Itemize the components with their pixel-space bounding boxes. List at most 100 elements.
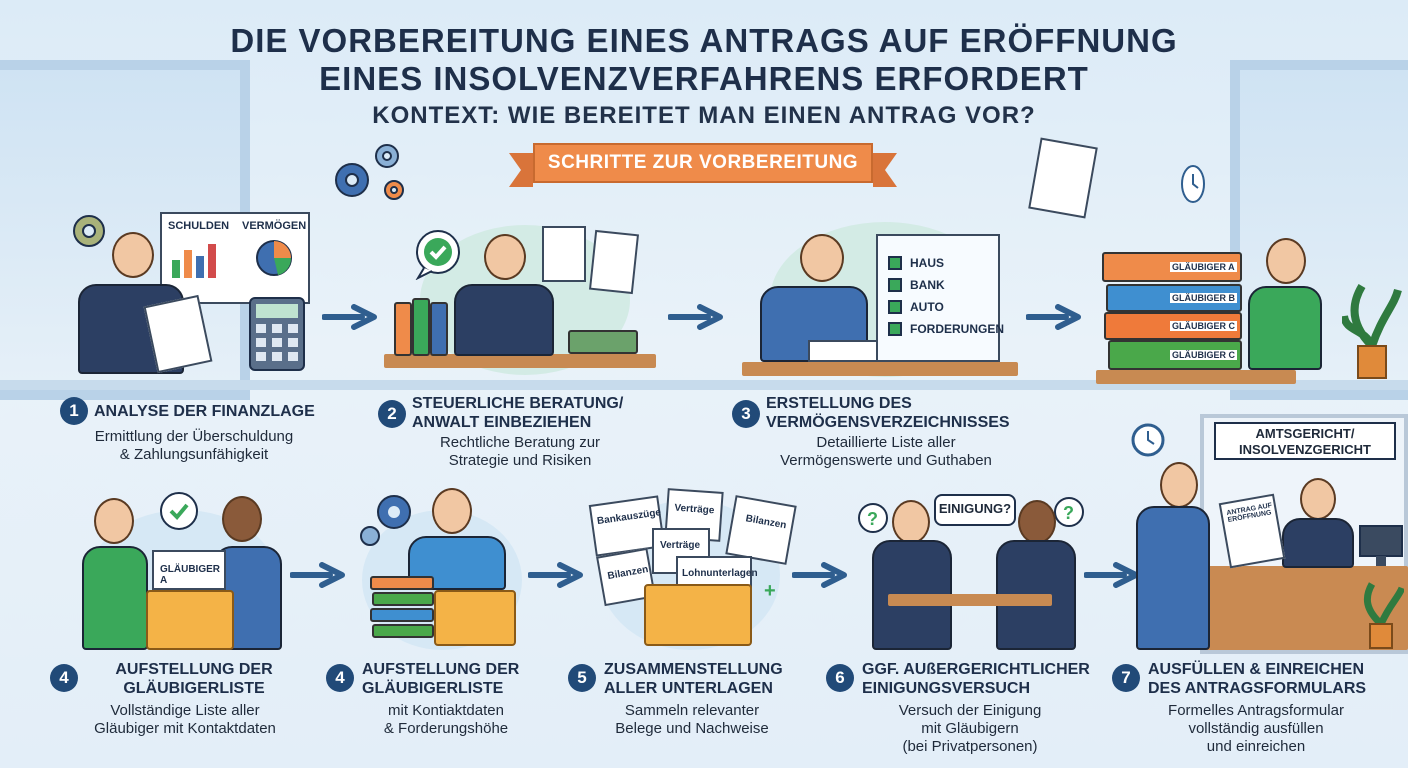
step-number-badge: 7 (1112, 664, 1140, 692)
step-description: Formelles Antragsformular vollständig au… (1136, 702, 1376, 756)
step-title: STEUERLICHE BERATUNG/ ANWALT EINBEZIEHEN (412, 394, 623, 432)
step-title-line: VERMÖGENSVERZEICHNISSES (766, 414, 1010, 431)
step-title-line: GGF. AUßERGERICHTLICHER (862, 661, 1090, 678)
finance-chart-board: SCHULDEN VERMÖGEN (160, 212, 310, 304)
step-number-badge: 4 (50, 664, 78, 692)
step-title: GGF. AUßERGERICHTLICHER EINIGUNGSVERSUCH (862, 660, 1090, 698)
step-description-line: Ermittlung der Überschuldung (94, 428, 294, 445)
chart-assets-label: VERMÖGEN (242, 220, 307, 232)
checklist-label: FORDERUNGEN (910, 322, 1005, 336)
binder-creditor: GLÄUBIGER C (1104, 312, 1242, 340)
document-label: Verträge (660, 540, 701, 551)
step-number-badge: 5 (568, 664, 596, 692)
step-description-line: Vollständige Liste aller (110, 702, 260, 719)
document-sheet (588, 229, 640, 295)
checklist-label: AUTO (910, 300, 944, 314)
step-description-line: (bei Privatpersonen) (902, 738, 1038, 755)
binder (412, 298, 430, 356)
asset-checklist: HAUS BANK AUTO FORDERUNGEN (876, 234, 1004, 362)
step-title: AUFSTELLUNG DER GLÄUBIGERLISTE (104, 660, 284, 698)
step-title-line: ANWALT EINBEZIEHEN (412, 414, 592, 431)
step-description: Vollständige Liste aller Gläubiger mit K… (70, 702, 300, 738)
person-head (1018, 500, 1056, 544)
step-description-line: & Forderungshöhe (383, 720, 509, 737)
question-bubble-icon: ? (1054, 497, 1084, 527)
step-description-line: vollständig ausfüllen (1188, 720, 1324, 737)
step-description: Detaillierte Liste aller Vermögenswerte … (756, 434, 1016, 470)
document-sheet (1028, 137, 1098, 219)
binder-creditor: GLÄUBIGER A (1102, 252, 1242, 282)
gear-icon (360, 495, 411, 546)
person-body (82, 546, 148, 650)
arrow-right-icon (290, 562, 345, 588)
step-title-line: ALLER UNTERLAGEN (604, 680, 773, 697)
chart-debts-label: SCHULDEN (168, 220, 230, 232)
plus-icon: + (764, 580, 776, 602)
step-description-line: Strategie und Risiken (448, 452, 592, 469)
arrow-right-icon (1084, 562, 1139, 588)
step-number-badge: 4 (326, 664, 354, 692)
page-title-line2: EINES INSOLVENZVERFAHRENS ERFORDERT (319, 60, 1089, 97)
folder-icon (434, 590, 516, 646)
step-description-line: mit Kontiaktdaten (388, 702, 504, 719)
application-form-label: ANTRAG AUF ERÖFFNUNG (1225, 502, 1273, 524)
court-sign-line: AMTSGERICHT/ (1255, 426, 1355, 441)
step-title: ERSTELLUNG DES VERMÖGENSVERZEICHNISSES (766, 394, 1010, 432)
document-label: Verträge (674, 502, 715, 517)
person-body (454, 284, 554, 356)
step-title-line: AUFSTELLUNG DER (115, 661, 273, 678)
step-description-line: Rechtliche Beratung zur (439, 434, 601, 451)
checkbox-checked-icon (888, 300, 902, 314)
speech-bubble: EINIGUNG? (934, 494, 1016, 526)
step-number-badge: 2 (378, 400, 406, 428)
arrow-right-icon (668, 304, 723, 330)
svg-text:?: ? (867, 509, 878, 529)
step-title-line: EINIGUNGSVERSUCH (862, 680, 1031, 697)
binder-creditor: GLÄUBIGER C (1108, 340, 1242, 370)
binder (372, 592, 434, 606)
plant-icon (1342, 283, 1402, 379)
checklist-label: BANK (910, 278, 945, 292)
binder-label: GLÄUBIGER B (1170, 293, 1237, 303)
background-floor (0, 380, 1408, 390)
ribbon-banner: SCHRITTE ZUR VORBEREITUNG (509, 143, 897, 187)
step-description-line: mit Gläubigern (921, 720, 1019, 737)
folder-icon (146, 590, 234, 650)
binder-label: GLÄUBIGER C (1170, 321, 1237, 331)
check-bubble-icon (415, 230, 460, 280)
step-title-line: AUFSTELLUNG DER (362, 661, 520, 678)
creditor-sheet-label: GLÄUBIGER A (160, 564, 220, 586)
person-body (1136, 506, 1210, 650)
desk (742, 362, 1018, 376)
desk (1096, 370, 1296, 384)
binder (430, 302, 448, 356)
step-title-line: ZUSAMMENSTELLUNG (604, 661, 783, 678)
monitor-icon (1359, 525, 1403, 566)
document-sheet: Bilanzen (725, 495, 797, 565)
step-title-line: GLÄUBIGERLISTE (362, 680, 504, 697)
person-head (1266, 238, 1306, 284)
arrow-right-icon (528, 562, 583, 588)
binder (370, 576, 434, 590)
book-stack (568, 330, 638, 354)
step-description-line: Versuch der Einigung (898, 702, 1042, 719)
ribbon-tail-left (509, 153, 533, 187)
binder-label: GLÄUBIGER A (1170, 262, 1237, 272)
person-body (1282, 518, 1354, 568)
document-label: Bilanzen (744, 513, 788, 532)
step-description: Rechtliche Beratung zur Strategie und Ri… (410, 434, 630, 470)
check-bubble-icon (160, 492, 198, 530)
step-description-line: Formelles Antragsformular (1168, 702, 1344, 719)
page-title-line1: DIE VORBEREITUNG EINES ANTRAGS AUF ERÖFF… (230, 22, 1178, 59)
step-description-line: und einreichen (1206, 738, 1306, 755)
binder-creditor: GLÄUBIGER B (1106, 284, 1242, 312)
arrow-right-icon (792, 562, 847, 588)
step-description: Sammeln relevanter Belege und Nachweise (592, 702, 792, 738)
step-title: ZUSAMMENSTELLUNG ALLER UNTERLAGEN (604, 660, 783, 698)
gear-icon (73, 215, 105, 247)
binder (394, 302, 412, 356)
ribbon-label: SCHRITTE ZUR VORBEREITUNG (533, 143, 873, 183)
folder-icon (644, 584, 752, 646)
step-description: Versuch der Einigung mit Gläubigern (bei… (860, 702, 1080, 756)
step-title: AUSFÜLLEN & EINREICHEN DES ANTRAGSFORMUL… (1148, 660, 1366, 698)
